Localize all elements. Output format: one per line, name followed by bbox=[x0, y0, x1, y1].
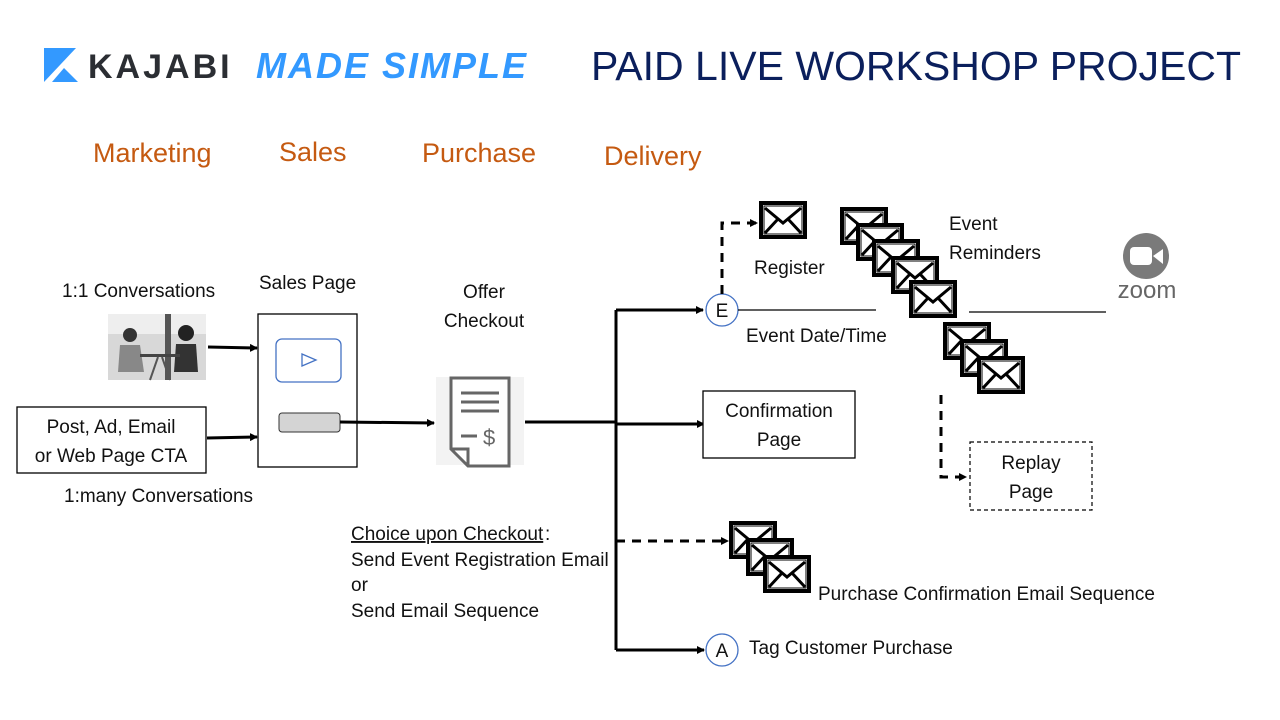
event-reminders-line2: Reminders bbox=[949, 243, 1041, 264]
purchase-email-label: Purchase Confirmation Email Sequence bbox=[818, 584, 1155, 605]
replay-page-box bbox=[969, 441, 1093, 511]
choice-heading: Choice upon Checkout bbox=[351, 524, 544, 545]
confirmation-line2: Page bbox=[757, 430, 801, 451]
video-player-icon bbox=[275, 338, 342, 383]
event-reminders-line1: Event bbox=[949, 214, 998, 235]
checkout-label: Checkout bbox=[444, 311, 525, 332]
brand-tagline: MADE SIMPLE bbox=[256, 45, 528, 86]
sales-cta-button bbox=[278, 412, 341, 433]
play-icon bbox=[301, 353, 318, 367]
register-label: Register bbox=[754, 258, 825, 279]
choice-line: Send Email Sequence bbox=[351, 601, 539, 622]
event-marker-label: E bbox=[716, 301, 729, 322]
conversation-photo-icon bbox=[108, 314, 206, 381]
svg-text:$: $ bbox=[483, 425, 495, 450]
tag-label: Tag Customer Purchase bbox=[749, 638, 953, 659]
post-event-emails-icon bbox=[943, 322, 1025, 394]
choice-line: Send Event Registration Email bbox=[351, 550, 609, 571]
stage-purchase: Purchase bbox=[422, 138, 536, 168]
page-title: PAID LIVE WORKSHOP PROJECT bbox=[591, 43, 1241, 89]
automation-marker bbox=[705, 633, 739, 667]
invoice-icon: $ bbox=[436, 376, 524, 468]
stage-marketing: Marketing bbox=[93, 138, 212, 168]
event-datetime-label: Event Date/Time bbox=[746, 326, 887, 347]
choice-colon: : bbox=[545, 524, 550, 545]
kajabi-logo-icon bbox=[44, 48, 78, 82]
automation-marker-label: A bbox=[716, 641, 729, 662]
sales-page-box bbox=[257, 313, 358, 468]
offer-label: Offer bbox=[463, 282, 506, 303]
register-email-icon bbox=[759, 201, 807, 239]
one-to-many-label: 1:many Conversations bbox=[64, 486, 253, 507]
event-reminder-emails-icon bbox=[840, 207, 957, 318]
confirmation-line1: Confirmation bbox=[725, 401, 833, 422]
brand-name: KAJABI bbox=[88, 48, 233, 86]
cta-box-line1: Post, Ad, Email bbox=[47, 417, 176, 438]
zoom-wordmark: zoom bbox=[1118, 277, 1177, 304]
cta-source-box bbox=[16, 406, 207, 474]
purchase-confirmation-emails-icon bbox=[729, 521, 811, 593]
stage-sales: Sales bbox=[279, 137, 347, 167]
one-to-one-label: 1:1 Conversations bbox=[62, 281, 215, 302]
stage-delivery: Delivery bbox=[604, 141, 702, 171]
replay-line1: Replay bbox=[1001, 453, 1061, 474]
sales-page-label: Sales Page bbox=[259, 273, 356, 294]
confirmation-page-box bbox=[702, 390, 856, 459]
zoom-logo-icon bbox=[1123, 233, 1169, 279]
choice-line: or bbox=[351, 575, 369, 596]
cta-box-line2: or Web Page CTA bbox=[35, 446, 188, 467]
replay-line2: Page bbox=[1009, 482, 1053, 503]
